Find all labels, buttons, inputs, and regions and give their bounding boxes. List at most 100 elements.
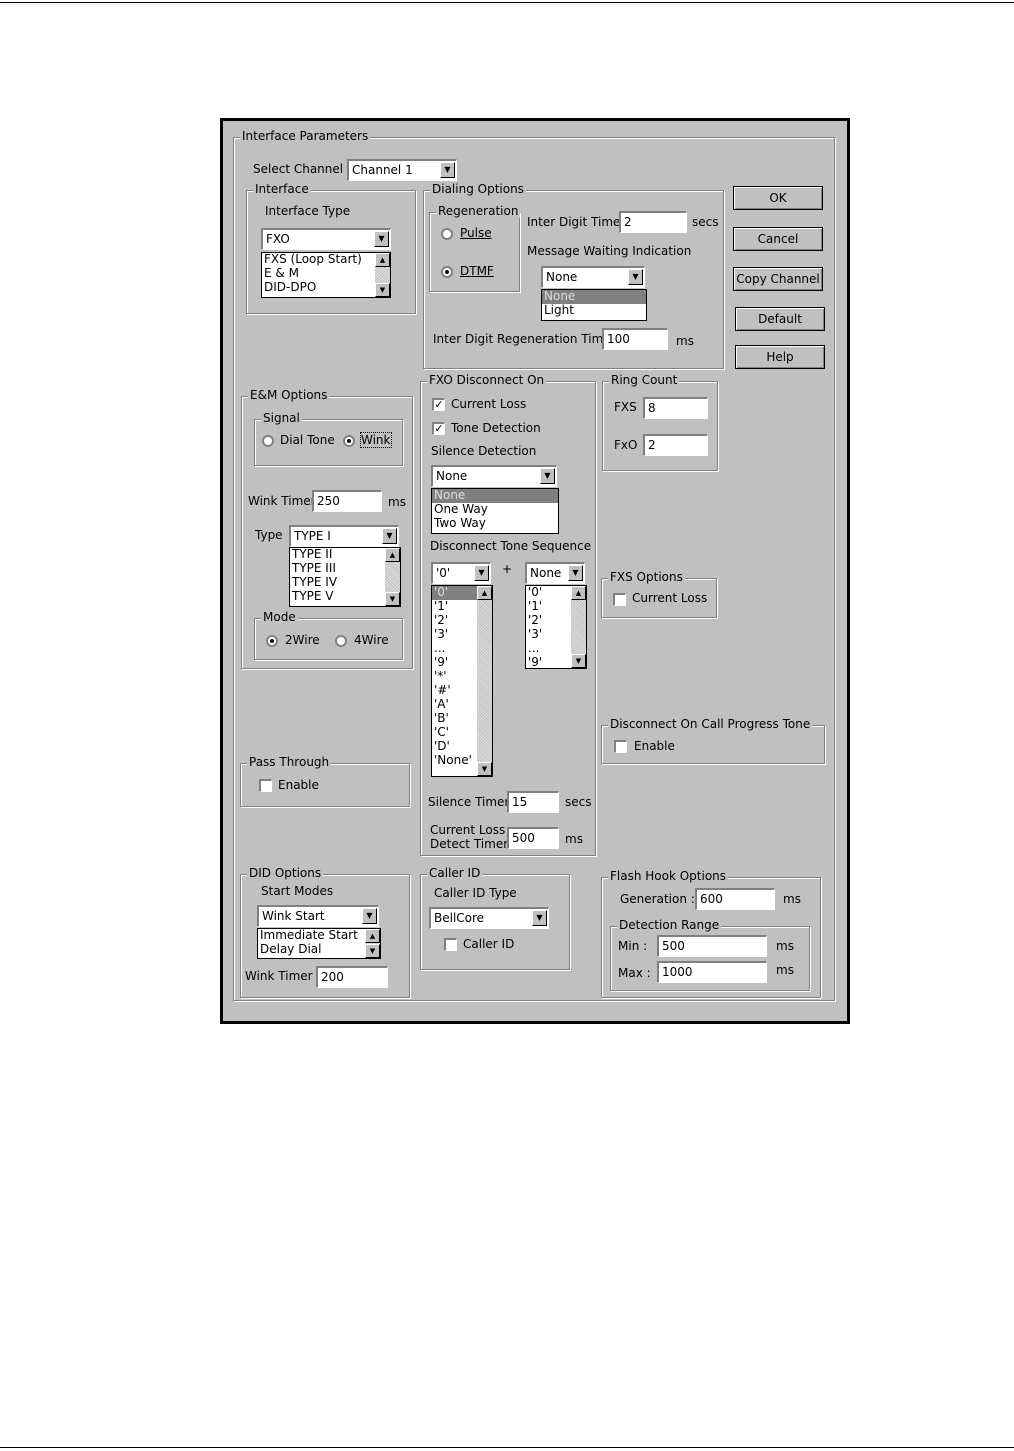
scroll-down-icon[interactable]: ▼ [365,944,380,958]
chevron-down-icon[interactable]: ▼ [382,528,397,544]
pass-through-enable-checkbox[interactable] [259,779,272,792]
chevron-down-icon[interactable]: ▼ [532,910,547,926]
list-item[interactable]: Light [544,303,574,317]
generation-input[interactable]: 600 [695,888,775,910]
chevron-down-icon[interactable]: ▼ [362,908,377,924]
list-item[interactable]: 'None' [434,753,472,767]
start-modes-list[interactable]: Immediate Start Delay Dial ▲ ▼ [257,928,381,959]
min-input[interactable]: 500 [657,935,767,957]
list-item[interactable]: '2' [434,613,449,627]
start-modes-combo[interactable]: Wink Start ▼ [257,905,379,927]
list-item[interactable]: '1' [434,599,449,613]
list-item[interactable]: Delay Dial [260,942,322,956]
list-item[interactable]: '9' [434,655,449,669]
scrollbar[interactable]: ▲ ▼ [477,586,492,776]
tone1-combo[interactable]: '0' ▼ [431,562,491,584]
em-wink-timer-input[interactable]: 250 [312,490,382,512]
list-item[interactable]: ... [434,641,446,655]
em-type-list[interactable]: TYPE II TYPE III TYPE IV TYPE V ▲ ▼ [289,547,401,607]
tone2-combo[interactable]: None ▼ [525,562,585,584]
scroll-up-icon[interactable]: ▲ [365,929,380,943]
tone1-list[interactable]: '0' '1' '2' '3' ... '9' '*' '#' 'A' 'B' … [431,585,493,777]
scroll-up-icon[interactable]: ▲ [375,253,390,267]
chevron-down-icon[interactable]: ▼ [540,468,555,484]
scrollbar[interactable]: ▲ ▼ [385,548,400,606]
scroll-up-icon[interactable]: ▲ [385,548,400,562]
list-item[interactable]: One Way [434,502,488,516]
scrollbar[interactable]: ▲ ▼ [571,586,586,668]
chevron-down-icon[interactable]: ▼ [440,162,455,178]
list-item[interactable]: '3' [528,627,543,641]
cancel-button[interactable]: Cancel [733,227,823,251]
chevron-down-icon[interactable]: ▼ [568,565,583,581]
default-button[interactable]: Default [735,307,825,331]
list-item[interactable]: 'C' [434,725,449,739]
current-loss-checkbox[interactable]: ✓ [432,398,445,411]
tone-detection-checkbox[interactable]: ✓ [432,422,445,435]
interface-type-combo[interactable]: FXO ▼ [261,228,391,250]
scroll-down-icon[interactable]: ▼ [375,283,390,297]
silence-detection-list[interactable]: None One Way Two Way [431,488,559,534]
ring-fxo-input[interactable]: 2 [643,434,708,456]
chevron-down-icon[interactable]: ▼ [474,565,489,581]
list-item[interactable]: ... [528,641,540,655]
silence-timer-input[interactable]: 15 [507,791,559,813]
list-item[interactable]: 'D' [434,739,450,753]
select-channel-combo[interactable]: Channel 1 ▼ [347,159,457,181]
list-item[interactable]: '#' [434,683,451,697]
dtmf-radio[interactable] [441,266,453,278]
caller-id-type-combo[interactable]: BellCore ▼ [429,907,549,929]
wink-radio[interactable] [343,435,355,447]
copy-channel-button[interactable]: Copy Channel [733,267,823,291]
list-item[interactable]: Immediate Start [260,928,358,942]
ring-fxs-input[interactable]: 8 [643,397,708,419]
max-input[interactable]: 1000 [657,961,767,983]
help-button[interactable]: Help [735,345,825,369]
list-item[interactable]: TYPE II [292,547,333,561]
did-wink-timer-input[interactable]: 200 [316,966,388,988]
regen-timer-input[interactable]: 100 [602,328,668,350]
list-item[interactable]: '2' [528,613,543,627]
list-item[interactable]: None [542,290,646,304]
list-item[interactable]: '*' [434,669,447,683]
scroll-down-icon[interactable]: ▼ [477,762,492,776]
scroll-down-icon[interactable]: ▼ [385,592,400,606]
list-item[interactable]: '1' [528,599,543,613]
fxs-current-loss-checkbox[interactable] [613,593,626,606]
list-item[interactable]: '3' [434,627,449,641]
cl-detect-input[interactable]: 500 [507,827,559,849]
list-item[interactable]: None [432,489,558,503]
chevron-down-icon[interactable]: ▼ [374,231,389,247]
list-item[interactable]: DID-DPO [264,280,317,294]
mode-2wire-radio[interactable] [266,635,278,647]
tone2-list[interactable]: '0' '1' '2' '3' ... '9' ▲ ▼ [525,585,587,669]
list-item[interactable]: TYPE IV [292,575,338,589]
silence-detection-combo[interactable]: None ▼ [431,465,557,487]
list-item[interactable]: TYPE V [292,589,334,603]
pulse-radio[interactable] [441,228,453,240]
list-item[interactable]: 'A' [434,697,449,711]
caller-id-checkbox[interactable] [444,938,457,951]
list-item[interactable]: E & M [264,266,299,280]
mwi-list[interactable]: None Light [541,289,647,321]
scrollbar[interactable]: ▲ ▼ [375,253,390,297]
inter-digit-timer-input[interactable]: 2 [619,211,687,233]
ok-button[interactable]: OK [733,186,823,210]
list-item[interactable]: Two Way [434,516,486,530]
mode-4wire-radio[interactable] [335,635,347,647]
list-item[interactable]: '9' [528,655,543,669]
cpt-enable-checkbox[interactable] [614,740,627,753]
list-item[interactable]: 'B' [434,711,449,725]
mwi-combo[interactable]: None ▼ [541,266,645,288]
list-item[interactable]: TYPE III [292,561,336,575]
list-item[interactable]: '0' [528,585,543,599]
dial-tone-radio[interactable] [262,435,274,447]
em-type-combo[interactable]: TYPE I ▼ [289,525,399,547]
scroll-down-icon[interactable]: ▼ [571,654,586,668]
scroll-up-icon[interactable]: ▲ [477,586,492,600]
scroll-up-icon[interactable]: ▲ [571,586,586,600]
list-item[interactable]: FXS (Loop Start) [264,252,362,266]
chevron-down-icon[interactable]: ▼ [628,269,643,285]
scrollbar[interactable]: ▲ ▼ [365,929,380,958]
interface-type-list[interactable]: FXS (Loop Start) E & M DID-DPO ▲ ▼ [261,252,391,298]
